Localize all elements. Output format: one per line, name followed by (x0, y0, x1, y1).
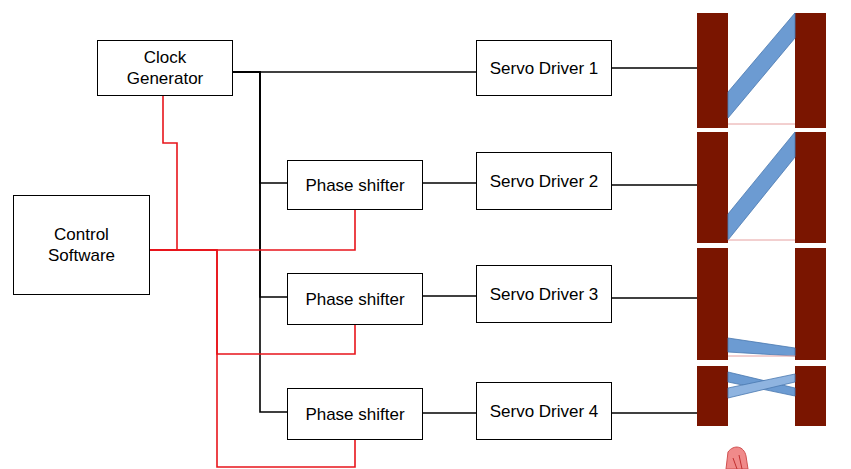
box-label: Servo Driver 1 (490, 58, 599, 79)
servo-driver-box: Servo Driver 3 (476, 265, 612, 323)
clock-line (233, 72, 287, 412)
box-label: Servo Driver 2 (490, 171, 599, 192)
phase-shifter-box: Phase shifter (287, 160, 423, 210)
phase-shifter-box: Phase shifter (287, 273, 423, 325)
box-label: Servo Driver 3 (490, 284, 599, 305)
control-line (150, 96, 177, 250)
clock-line (233, 72, 476, 73)
servo-driver-box: Servo Driver 4 (476, 382, 612, 440)
mechanism-panel (697, 366, 826, 426)
control-line (150, 210, 355, 250)
drive-wire (612, 68, 697, 413)
box-label: Control Software (32, 224, 132, 266)
clock-line (423, 183, 476, 184)
phase-shifter-box: Phase shifter (287, 388, 423, 440)
mechanism-fragment (733, 455, 742, 469)
clock-line (423, 296, 476, 297)
mechanism-panel (697, 248, 826, 360)
mechanism-fragment (726, 447, 748, 469)
box-label: Phase shifter (305, 289, 404, 310)
box-label: Clock Generator (115, 47, 215, 89)
box-label: Servo Driver 4 (490, 401, 599, 422)
box-label: Phase shifter (305, 404, 404, 425)
clock-line (423, 413, 476, 414)
servo-driver-box: Servo Driver 2 (476, 152, 612, 210)
mechanism-panel (697, 132, 826, 243)
servo-driver-box: Servo Driver 1 (476, 40, 612, 96)
box-label: Phase shifter (305, 175, 404, 196)
mechanism-panel (697, 13, 826, 128)
software-box: Control Software (13, 195, 150, 295)
clock-box: Clock Generator (97, 40, 233, 96)
